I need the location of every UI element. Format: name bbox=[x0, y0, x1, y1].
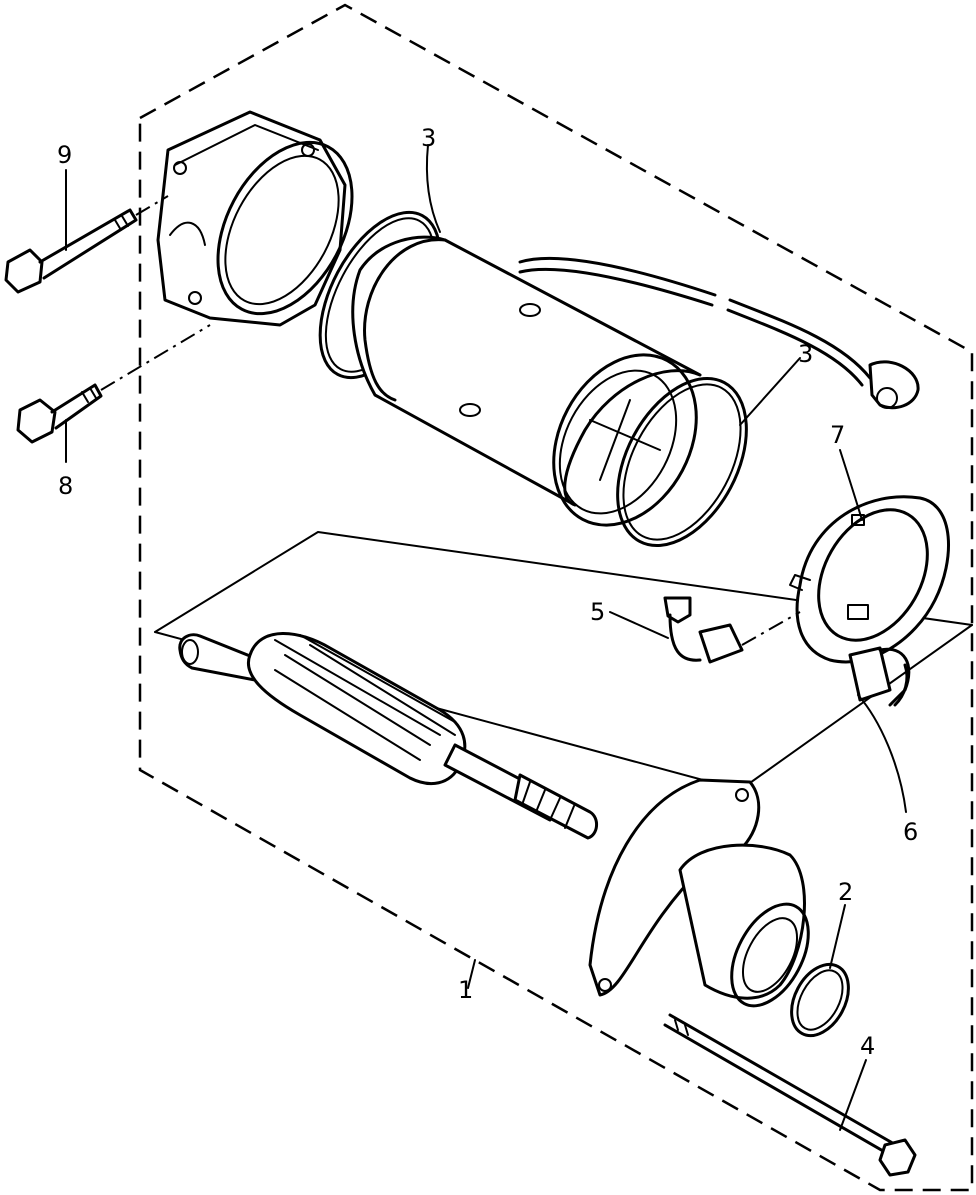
callout-2: 2 bbox=[838, 878, 853, 906]
brush-6 bbox=[848, 646, 911, 707]
armature bbox=[178, 632, 598, 840]
callout-3-right: 3 bbox=[798, 340, 813, 368]
callout-6: 6 bbox=[903, 818, 918, 846]
callout-4: 4 bbox=[860, 1032, 875, 1060]
lead-wire bbox=[518, 256, 920, 410]
long-bolt-9 bbox=[4, 195, 169, 294]
callout-7: 7 bbox=[830, 421, 845, 449]
through-bolt-4 bbox=[663, 1013, 917, 1177]
front-cover bbox=[588, 778, 810, 1008]
callout-9: 9 bbox=[57, 141, 72, 169]
short-bolt-8 bbox=[16, 324, 211, 444]
callout-3-top: 3 bbox=[421, 124, 436, 152]
assembly-boundary bbox=[138, 3, 974, 1192]
callout-5: 5 bbox=[590, 598, 605, 626]
leader-lines bbox=[65, 144, 907, 1131]
yoke-housing bbox=[351, 235, 702, 527]
o-ring-2 bbox=[790, 962, 850, 1038]
callout-8: 8 bbox=[58, 472, 73, 500]
o-ring-3-right bbox=[616, 376, 748, 548]
brush-5 bbox=[663, 596, 801, 664]
callout-1: 1 bbox=[458, 976, 473, 1004]
end-cover bbox=[156, 110, 354, 327]
brush-plate-7 bbox=[789, 495, 950, 664]
